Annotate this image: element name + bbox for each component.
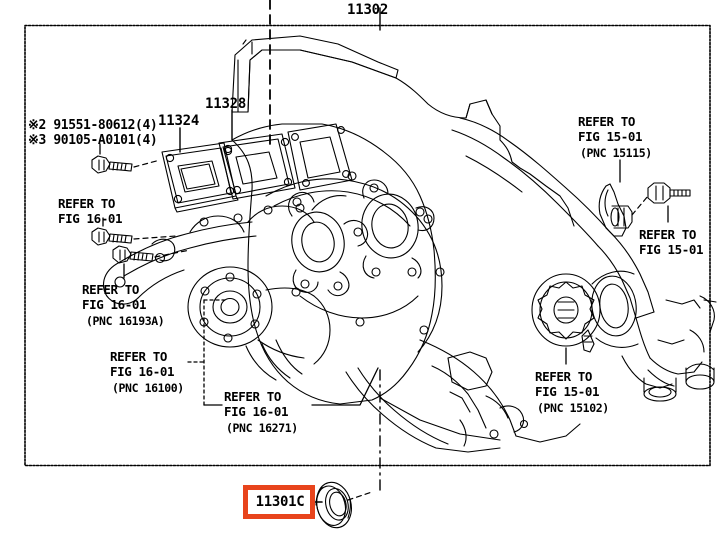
ref-fig-16-01-16271-pnc: (PNC 16271)	[226, 421, 298, 435]
ref-fig-16-01-16193a-line1: REFER TO	[82, 282, 140, 297]
ref-fig-15-01-15102-pnc: (PNC 15102)	[537, 401, 609, 415]
ref-fig-16-01-16193a-pnc: (PNC 16193A)	[86, 314, 165, 328]
part-number-11324: 11324	[158, 113, 200, 129]
upper-right-bracket	[598, 183, 633, 237]
ref-fig-15-01-15115-line2: FIG 15-01	[578, 129, 643, 144]
upper-right-bolt	[647, 182, 691, 204]
diagram-frame	[24, 24, 711, 467]
ref-fig-16-01-16271-line1: REFER TO	[224, 389, 282, 404]
ref-fig-16-01-16193a-line2: FIG 16-01	[82, 297, 147, 312]
gasket-11324	[161, 142, 239, 213]
part-number-11328: 11328	[205, 96, 247, 112]
ref-fig-15-01-15102-line2: FIG 15-01	[535, 384, 600, 399]
gasket-11328	[218, 133, 296, 200]
oil-seal-ring	[315, 481, 352, 529]
ref-fig-16-01-a-line1: REFER TO	[58, 196, 116, 211]
ref-fig-16-01-16100-line2: FIG 16-01	[110, 364, 175, 379]
ref-fig-16-01-16271-line2: FIG 16-01	[224, 404, 289, 419]
note-91551-80612: ※2 91551-80612(4)	[28, 118, 158, 133]
ref-fig-15-01-15102-line1: REFER TO	[535, 369, 593, 384]
ref-fig-15-01-b-line1: REFER TO	[639, 227, 697, 242]
ref-fig-15-01-b-line2: FIG 15-01	[639, 242, 704, 257]
highlighted-part-number: 11301C	[255, 494, 305, 510]
ref-fig-15-01-15115-pnc: (PNC 15115)	[580, 146, 652, 160]
note-90105-A0101: ※3 90105-A0101(4)	[28, 133, 158, 148]
ref-fig-16-01-a-line2: FIG 16-01	[58, 211, 123, 226]
bolt-upper-left	[91, 155, 133, 174]
highlighted-part-callout-box[interactable]	[243, 485, 315, 519]
ref-fig-15-01-15115-line1: REFER TO	[578, 114, 636, 129]
ref-fig-16-01-16100-line1: REFER TO	[110, 349, 168, 364]
ref-fig-16-01-16100-pnc: (PNC 16100)	[112, 381, 184, 395]
bolt-mid-left	[91, 227, 133, 246]
part-number-11302: 11302	[347, 2, 389, 18]
bolt-lower-left	[112, 245, 154, 264]
